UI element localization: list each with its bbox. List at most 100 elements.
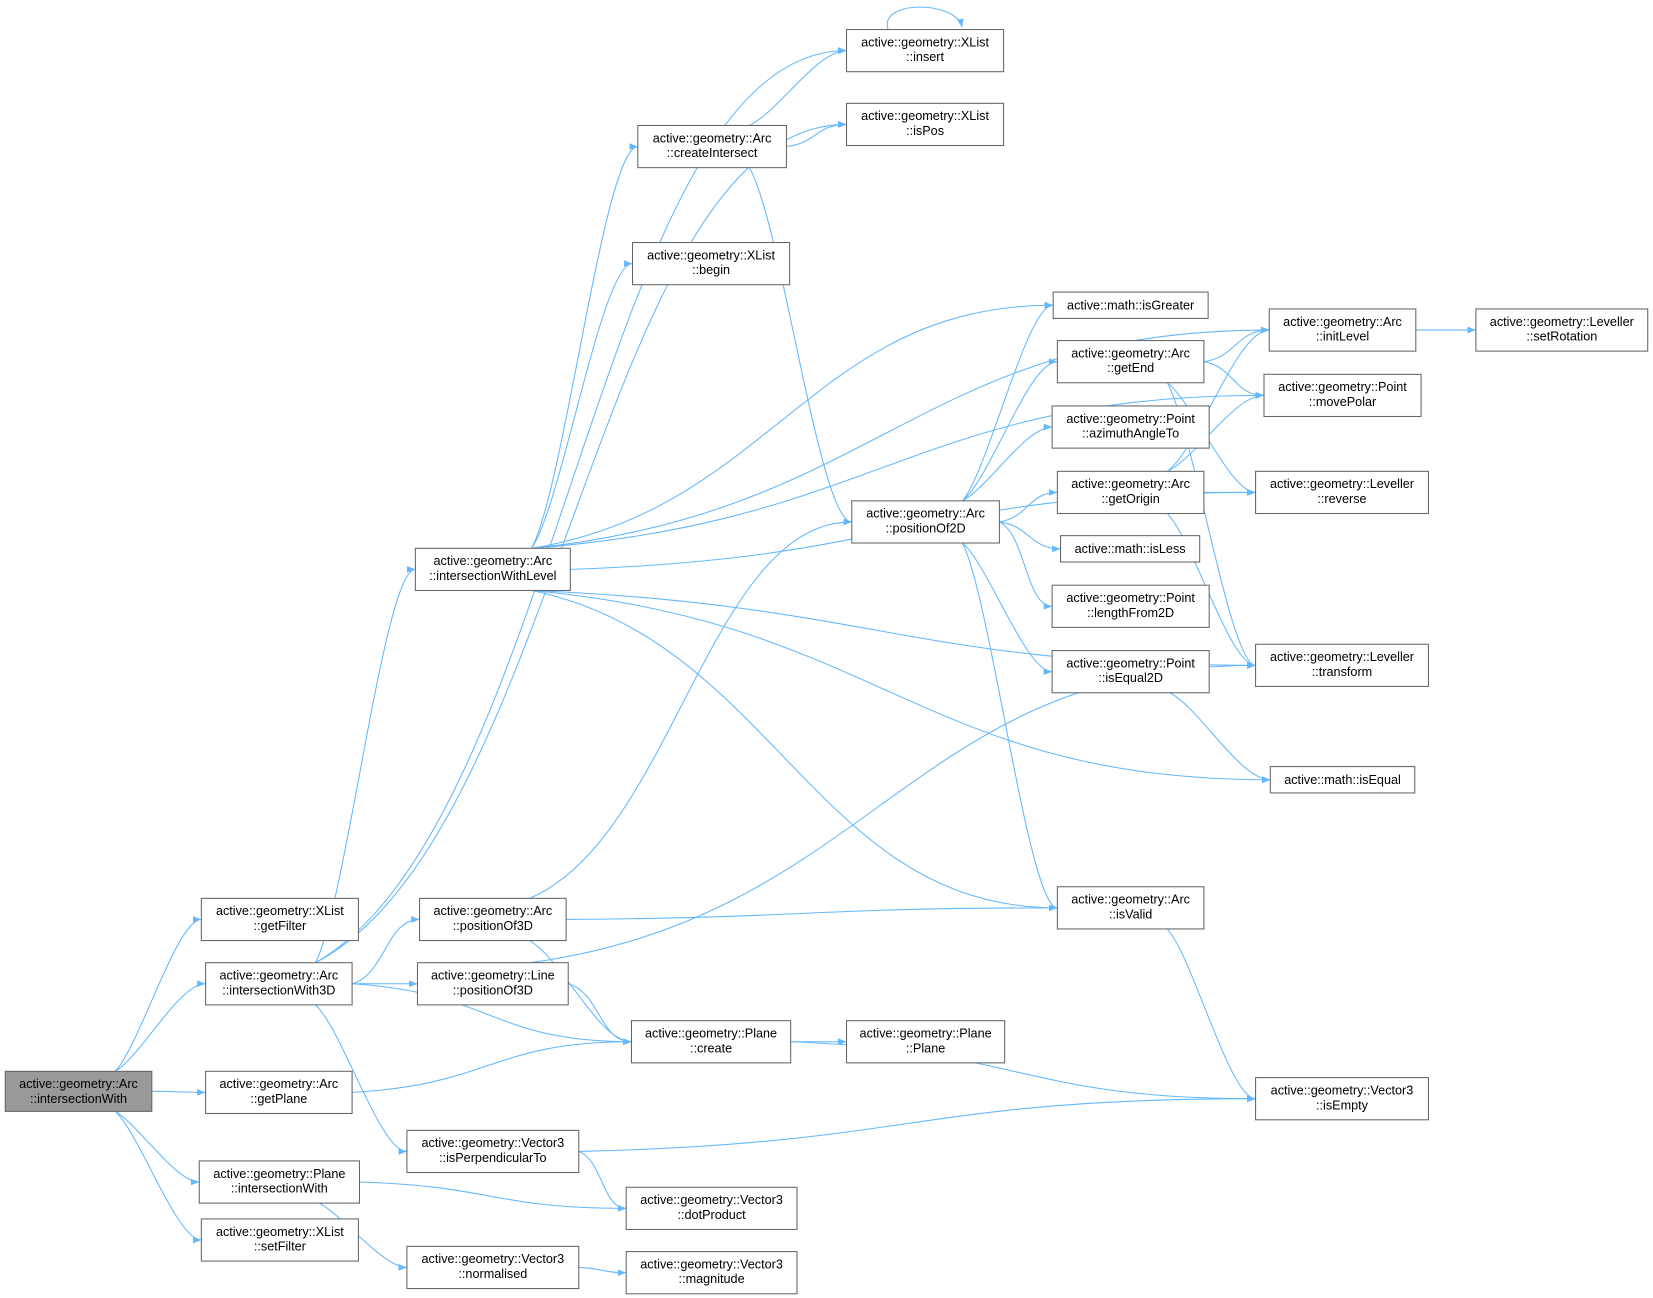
node-label-name: ::isEmpty	[1316, 1098, 1369, 1112]
node-label-scope: active::math::isGreater	[1067, 298, 1194, 312]
node-label-name: ::magnitude	[679, 1272, 745, 1286]
node-label-name: ::positionOf3D	[453, 983, 533, 997]
node-isEqual2D[interactable]: active::geometry::Point::isEqual2D	[1051, 650, 1210, 694]
edge-getOrigin-to-movePolar	[1167, 392, 1264, 472]
node-isEqual[interactable]: active::math::isEqual	[1269, 766, 1416, 794]
node-iwLevel[interactable]: active::geometry::Arc::intersectionWithL…	[414, 547, 571, 592]
edge-pos2D-to-isGreater	[962, 301, 1054, 502]
node-label-scope: active::geometry::Plane	[860, 1027, 992, 1041]
node-label-scope: active::geometry::Point	[1066, 656, 1195, 670]
node-box	[846, 1020, 1006, 1064]
node-main[interactable]: active::geometry::Arc::intersectionWith	[4, 1070, 153, 1112]
node-reverse[interactable]: active::geometry::Leveller::reverse	[1255, 470, 1429, 515]
node-label-scope: active::geometry::Arc	[866, 507, 985, 521]
node-box	[416, 962, 569, 1006]
edge-linePos3D-to-planeCreate	[568, 983, 632, 1046]
node-isValid[interactable]: active::geometry::Arc::isValid	[1056, 886, 1205, 930]
node-arcPos3D[interactable]: active::geometry::Arc::positionOf3D	[419, 897, 567, 942]
edge-createIntersect-to-insert	[749, 47, 847, 126]
node-box	[200, 1218, 359, 1262]
node-label-name: ::getPlane	[250, 1092, 307, 1106]
node-box	[1475, 308, 1649, 352]
node-isPerp[interactable]: active::geometry::Vector3::isPerpendicul…	[406, 1129, 580, 1174]
node-label-scope: active::geometry::Point	[1066, 412, 1195, 426]
node-label-scope: active::geometry::Arc	[219, 1077, 338, 1091]
node-box	[1052, 291, 1209, 319]
node-box	[198, 1160, 361, 1204]
node-pos2D[interactable]: active::geometry::Arc::positionOf2D	[851, 500, 1000, 544]
nodes-layer: active::geometry::Arc::intersectionWitha…	[4, 28, 1649, 1295]
node-label-scope: active::geometry::Point	[1278, 380, 1407, 394]
node-planeIW[interactable]: active::geometry::Plane::intersectionWit…	[198, 1160, 361, 1204]
edge-getPlane-to-planeCreate	[352, 1038, 632, 1093]
node-normalised[interactable]: active::geometry::Vector3::normalised	[406, 1245, 580, 1290]
node-getFilter[interactable]: active::geometry::XList::getFilter	[200, 897, 359, 942]
edge-pos2D-to-azimuth	[962, 423, 1053, 502]
node-label-name: ::positionOf2D	[886, 521, 966, 535]
node-initLevel[interactable]: active::geometry::Arc::initLevel	[1268, 308, 1417, 352]
edge-arcPos3D-to-planeCreate	[529, 940, 632, 1046]
node-box	[1268, 308, 1417, 352]
node-label-scope: active::geometry::Arc	[1071, 346, 1190, 360]
node-insert[interactable]: active::geometry::XList::insert	[846, 28, 1005, 73]
node-setFilter[interactable]: active::geometry::XList::setFilter	[200, 1218, 359, 1262]
node-createIntersect[interactable]: active::geometry::Arc::createIntersect	[637, 124, 787, 169]
node-transform[interactable]: active::geometry::Leveller::transform	[1255, 643, 1429, 687]
node-box	[1056, 886, 1205, 930]
node-box	[1255, 470, 1429, 515]
node-box	[846, 28, 1005, 73]
node-isLess[interactable]: active::math::isLess	[1060, 535, 1201, 563]
node-dotProduct[interactable]: active::geometry::Vector3::dotProduct	[625, 1186, 798, 1230]
node-label-name: ::setFilter	[254, 1240, 306, 1254]
node-box	[205, 1070, 353, 1115]
node-lengthFrom2D[interactable]: active::geometry::Point::lengthFrom2D	[1051, 584, 1210, 628]
node-isGreater[interactable]: active::math::isGreater	[1052, 291, 1209, 319]
edge-getEnd-to-initLevel	[1203, 326, 1270, 363]
node-getPlane[interactable]: active::geometry::Arc::getPlane	[205, 1070, 353, 1115]
node-linePos3D[interactable]: active::geometry::Line::positionOf3D	[416, 962, 569, 1006]
edge-iw3d-to-arcPos3D	[351, 916, 420, 985]
node-label-scope: active::geometry::Arc	[1283, 315, 1402, 329]
node-box	[200, 897, 359, 942]
node-box	[1263, 373, 1422, 418]
node-label-name: ::insert	[906, 50, 944, 64]
node-box	[631, 241, 791, 286]
node-movePolar[interactable]: active::geometry::Point::movePolar	[1263, 373, 1422, 418]
node-label-scope: active::geometry::Leveller	[1490, 315, 1634, 329]
edge-iw3d-to-isPerp	[315, 1004, 407, 1155]
node-box	[406, 1129, 580, 1174]
edge-isPerp-to-isEmpty	[578, 1095, 1256, 1152]
node-label-name: ::isValid	[1109, 907, 1152, 921]
node-box	[1051, 584, 1210, 628]
node-getEnd[interactable]: active::geometry::Arc::getEnd	[1056, 340, 1205, 384]
node-label-scope: active::geometry::XList	[861, 109, 989, 123]
edge-isEqual2D-to-isEqual	[1169, 692, 1271, 784]
node-box	[414, 547, 571, 592]
edge-iw3d-to-insert	[315, 47, 847, 964]
node-label-name: ::intersectionWith3D	[222, 983, 335, 997]
edge-pos2D-to-isValid	[962, 542, 1058, 912]
node-isEmpty[interactable]: active::geometry::Vector3::isEmpty	[1255, 1077, 1429, 1121]
node-label-scope: active::geometry::XList	[647, 248, 775, 262]
node-getOrigin[interactable]: active::geometry::Arc::getOrigin	[1056, 470, 1205, 515]
node-iw3d[interactable]: active::geometry::Arc::intersectionWith3…	[205, 962, 353, 1006]
edge-pos2D-to-lengthFrom2D	[999, 521, 1053, 610]
node-label-name: ::isPerpendicularTo	[439, 1151, 546, 1165]
node-planePlane[interactable]: active::geometry::Plane::Plane	[846, 1020, 1006, 1064]
node-isPos[interactable]: active::geometry::XList::isPos	[846, 102, 1005, 147]
node-setRotation[interactable]: active::geometry::Leveller::setRotation	[1475, 308, 1649, 352]
edge-iwLevel-to-movePolar	[531, 392, 1264, 549]
edge-pos2D-to-isLess	[999, 521, 1061, 553]
node-label-scope: active::geometry::Arc	[1071, 477, 1190, 491]
node-label-name: ::transform	[1312, 665, 1372, 679]
node-box	[1255, 1077, 1429, 1121]
node-planeCreate[interactable]: active::geometry::Plane::create	[630, 1020, 792, 1064]
node-box	[637, 124, 787, 169]
node-begin[interactable]: active::geometry::XList::begin	[631, 241, 791, 286]
edge-main-to-getPlane	[151, 1089, 206, 1096]
node-azimuth[interactable]: active::geometry::Point::azimuthAngleTo	[1051, 405, 1210, 449]
node-box	[419, 897, 567, 942]
node-magnitude[interactable]: active::geometry::Vector3::magnitude	[625, 1251, 798, 1295]
node-box	[851, 500, 1000, 544]
